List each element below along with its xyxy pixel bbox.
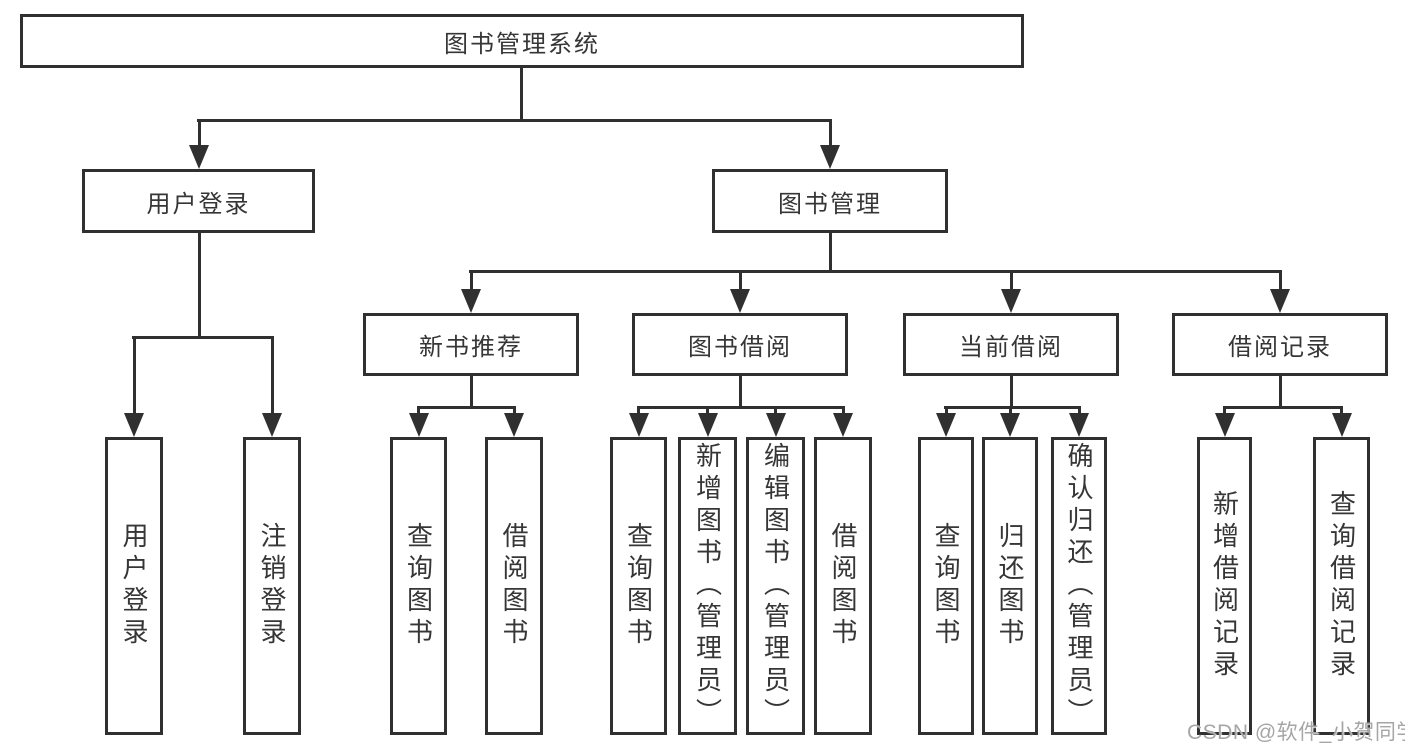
leaf-br-add-record-label: 新增借阅记录 (1209, 490, 1240, 682)
leaf-bb-add-books-admin: 新增图书（管理员） (678, 437, 737, 735)
connector-arrow (1001, 270, 1021, 313)
leaf-bb-add-books-admin-label: 新增图书（管理员） (692, 442, 723, 730)
connector-line (469, 376, 473, 406)
node-book-borrowing-label: 图书借阅 (688, 334, 792, 361)
connector-arrow (189, 119, 209, 169)
leaf-bb-edit-books-admin-label: 编辑图书（管理员） (760, 442, 791, 730)
connector-arrow (1331, 406, 1352, 437)
leaf-cb-query-books-label: 查询图书 (931, 522, 961, 650)
leaf-cb-confirm-return-admin: 确认归还（管理员） (1051, 437, 1107, 735)
connector-line (197, 119, 832, 122)
connector-arrow (1000, 406, 1020, 437)
node-book-management: 图书管理 (712, 169, 948, 233)
connector-line (738, 376, 742, 406)
connector-line (944, 406, 1081, 409)
leaf-bb-edit-books-admin: 编辑图书（管理员） (746, 437, 805, 735)
node-new-book-recommend: 新书推荐 (363, 313, 579, 376)
leaf-logout-label: 注销登录 (257, 522, 287, 650)
node-root-label: 图书管理系统 (444, 30, 600, 58)
connector-line (1223, 406, 1343, 409)
connector-arrow (833, 406, 853, 437)
connector-arrow (697, 406, 718, 437)
leaf-nbr-query-books-label: 查询图书 (403, 522, 434, 650)
connector-line (828, 233, 832, 270)
watermark: CSDN @软件_小贺同学 (1187, 721, 1405, 744)
connector-arrow (820, 119, 840, 169)
leaf-bb-query-books-label: 查询图书 (623, 522, 654, 650)
node-user-login: 用户登录 (82, 169, 315, 233)
connector-arrow (1270, 270, 1290, 313)
leaf-nbr-borrow-books: 借阅图书 (485, 437, 543, 735)
leaf-user-login: 用户登录 (105, 437, 163, 735)
connector-line (637, 406, 845, 409)
connector-line (417, 406, 515, 409)
connector-arrow (262, 336, 282, 437)
connector-arrow (1069, 406, 1089, 437)
connector-line (469, 270, 1281, 273)
node-new-book-recommend-label: 新书推荐 (419, 334, 523, 361)
connector-line (1009, 376, 1013, 406)
connector-arrow (461, 270, 481, 313)
connector-arrow (124, 336, 144, 437)
node-current-borrowing-label: 当前借阅 (959, 334, 1063, 361)
connector-arrow (730, 270, 750, 313)
connector-arrow (628, 406, 649, 437)
leaf-cb-return-books-label: 归还图书 (995, 522, 1025, 650)
node-book-management-label: 图书管理 (778, 190, 882, 218)
node-borrowing-records: 借阅记录 (1172, 313, 1388, 376)
connector-arrow (765, 406, 786, 437)
connector-arrow (408, 406, 429, 437)
leaf-cb-return-books: 归还图书 (982, 437, 1038, 735)
connector-line (197, 233, 201, 336)
leaf-bb-borrow-books-label: 借阅图书 (828, 522, 858, 650)
leaf-user-login-label: 用户登录 (119, 522, 149, 650)
leaf-bb-query-books: 查询图书 (610, 437, 667, 735)
leaf-nbr-borrow-books-label: 借阅图书 (499, 522, 529, 650)
connector-line (1278, 376, 1282, 406)
node-user-login-label: 用户登录 (146, 190, 251, 218)
node-root: 图书管理系统 (20, 14, 1024, 68)
connector-line (520, 68, 523, 119)
leaf-nbr-query-books: 查询图书 (390, 437, 447, 735)
leaf-bb-borrow-books: 借阅图书 (814, 437, 872, 735)
connector-arrow (1214, 406, 1235, 437)
leaf-br-add-record: 新增借阅记录 (1197, 437, 1252, 735)
leaf-br-query-record: 查询借阅记录 (1313, 437, 1370, 735)
node-book-borrowing: 图书借阅 (632, 313, 848, 376)
leaf-br-query-record-label: 查询借阅记录 (1326, 490, 1357, 682)
node-current-borrowing: 当前借阅 (903, 313, 1119, 376)
connector-line (132, 336, 273, 339)
connector-arrow (936, 406, 956, 437)
leaf-cb-query-books: 查询图书 (918, 437, 974, 735)
connector-arrow (504, 406, 524, 437)
leaf-cb-confirm-return-admin-label: 确认归还（管理员） (1064, 442, 1094, 730)
node-borrowing-records-label: 借阅记录 (1228, 334, 1332, 361)
leaf-logout: 注销登录 (243, 437, 301, 735)
